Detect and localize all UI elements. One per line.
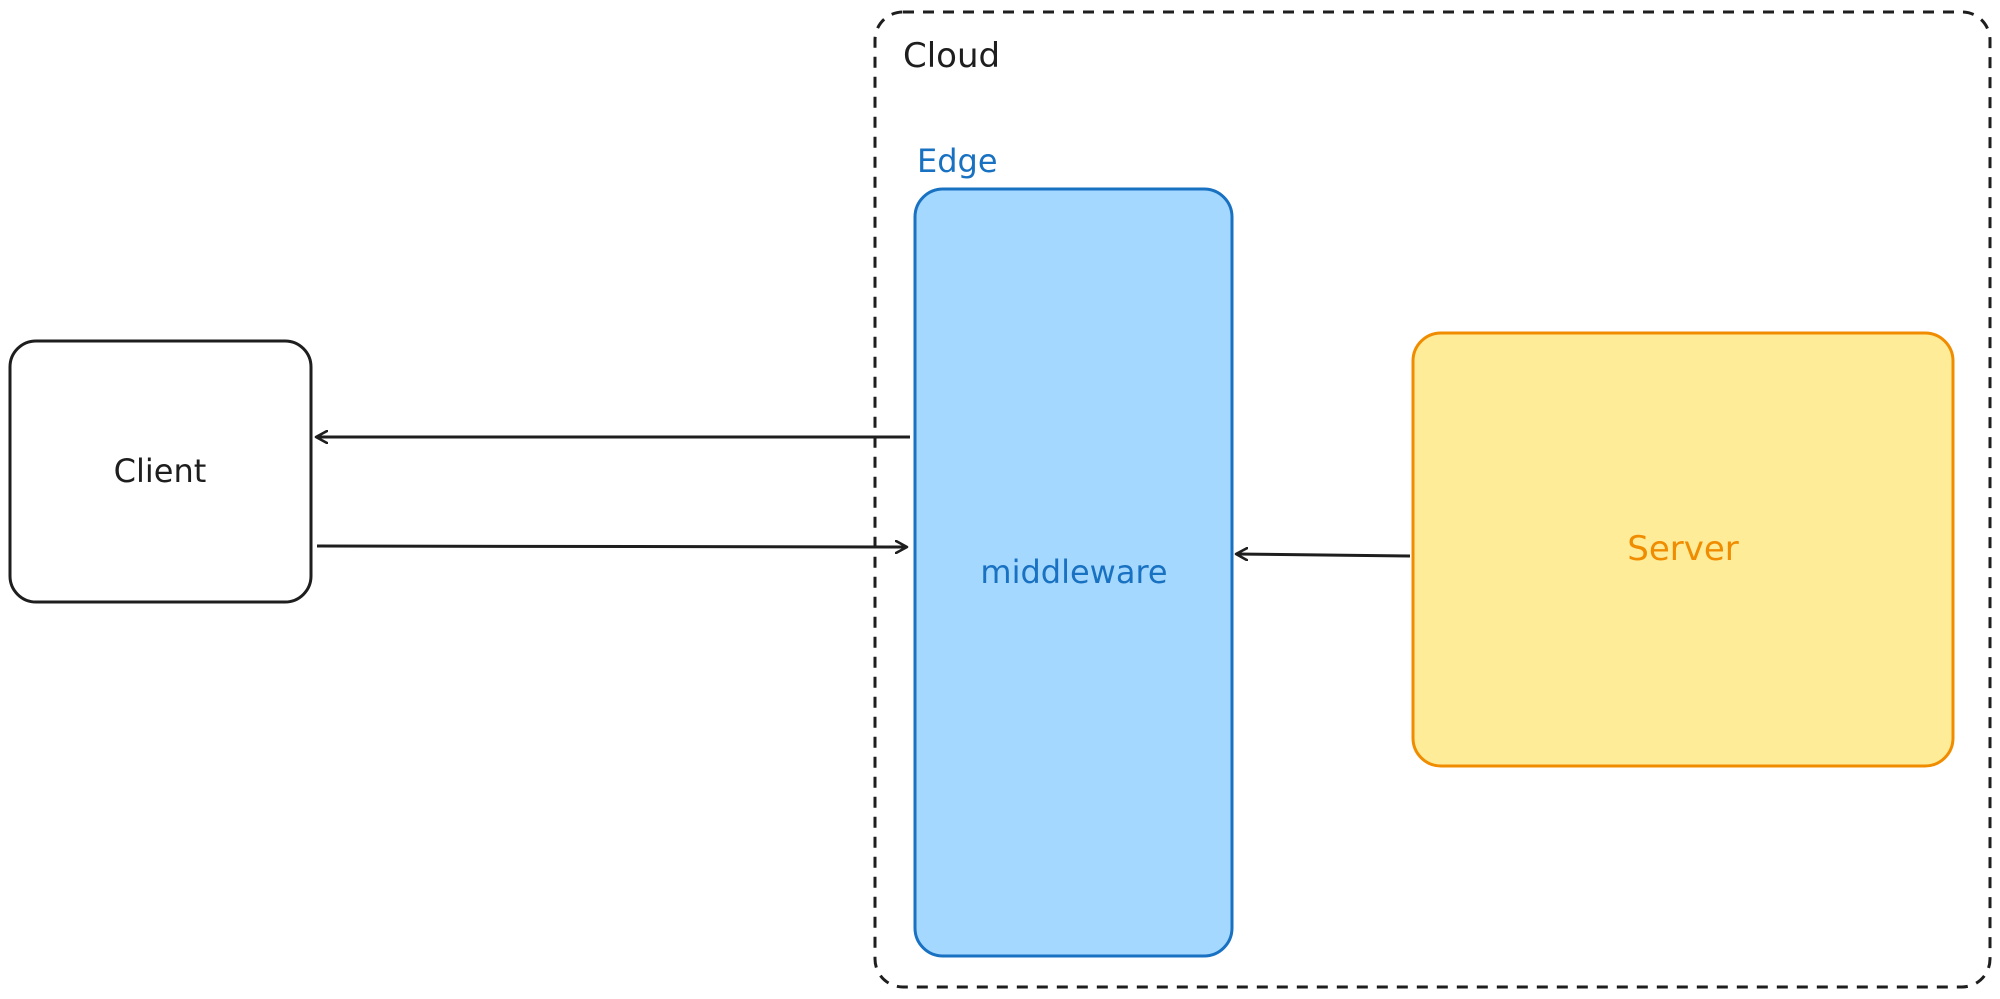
edge-label: Edge (917, 142, 998, 180)
client-label: Client (114, 452, 207, 490)
cloud-boundary[interactable] (873, 10, 1992, 989)
client-node[interactable]: Client (8, 339, 313, 604)
arrow-client-to-middleware[interactable] (316, 546, 907, 547)
server-label: Server (1627, 529, 1739, 569)
server-node[interactable]: Server (1411, 331, 1955, 768)
cloud-label: Cloud (903, 36, 1000, 76)
middleware-node[interactable]: middleware (913, 187, 1234, 958)
arrow-server-to-middleware[interactable] (1236, 554, 1411, 556)
middleware-label: middleware (980, 553, 1167, 591)
